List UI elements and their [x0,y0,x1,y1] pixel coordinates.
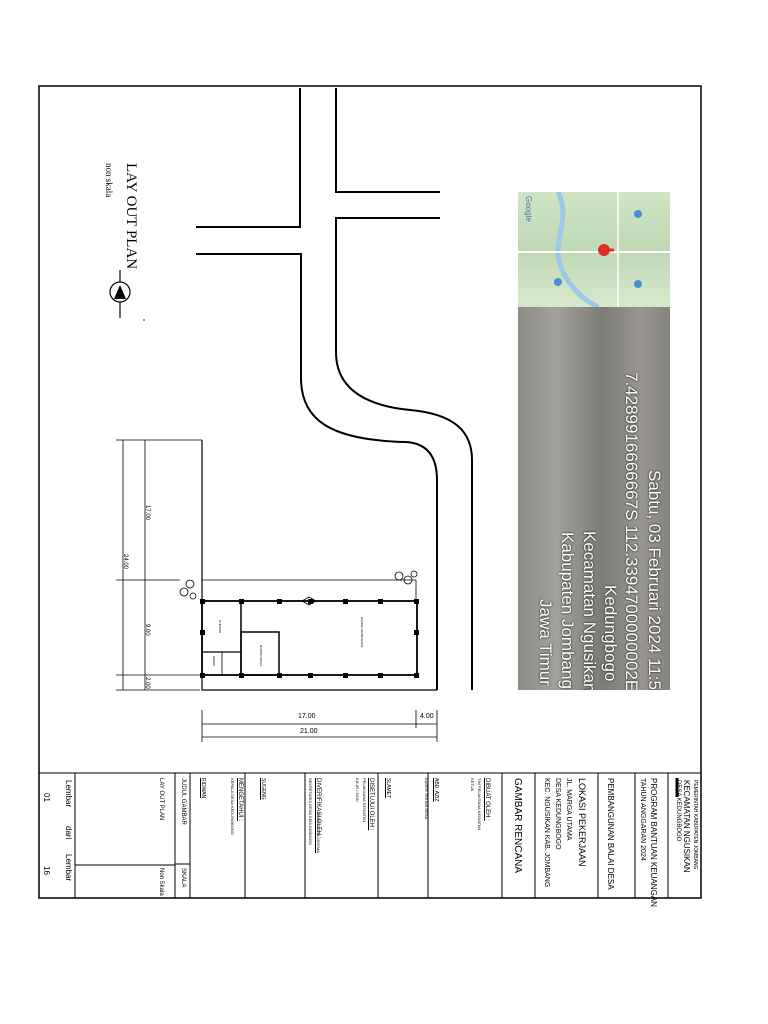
checked-label: DISETUJUI OLEH : [368,778,374,831]
room-hall: RUANG SERBAGUNA [360,617,364,648]
dim-v-2: 24.00 [122,554,128,570]
program-line-2: TAHUN ANGGARAN 2024 [639,778,646,861]
drafter-name: ABD. AZIZ [433,778,439,802]
geotag-stamp: Sabtu, 03 Februari 2024 11:58:16 7.42899… [518,192,670,690]
approved-label: MENGETAHUI : [237,778,243,821]
drawing-type: GAMBAR RENCANA [512,778,523,874]
org-line-3: DESA KEDUNGBOGO [675,780,681,842]
north-arrow-icon [109,270,145,321]
room-toilet: KM/WC [212,656,216,667]
approved-name: SUGENG [260,778,266,800]
drawing-subtitle: non skala [104,163,114,198]
checked-line-2: KAUR / KASI [355,778,360,802]
dim-h-2: 4.00 [420,713,434,720]
drawing-title-value: LAY OUT PLAN [158,778,164,821]
tree-symbols [179,570,418,600]
dim-h-3: 21.00 [300,728,318,735]
sheet-border [38,85,702,899]
org-line-2: KECAMATAN NGUSIKAN [682,780,691,873]
geotag-province: Jawa Timur [536,599,555,686]
project-name: PEMBANGUNAN BALAI DESA [606,778,615,890]
geotag-regency: Kabupaten Jombang [558,532,577,689]
sheet-total: 16 [42,866,51,875]
location-label: LOKASI PEKERJAAN [577,778,587,867]
geotag-village: Kedungbogo [601,585,620,682]
vertical-dimensions [116,439,202,691]
dim-v-4: 2.00 [144,677,150,689]
verified-line-1: SEKRETARIS DESA KEDUNGBOGO [308,778,313,846]
location-line-3: KEC. NGUSIKAN KAB. JOMBANG [543,778,550,888]
horizontal-dimensions [201,710,438,742]
drawing-title: LAY OUT PLAN [123,163,139,270]
made-by-label: DIBUAT OLEH : [484,778,490,821]
building-plan [200,579,419,678]
location-map: Google [518,192,670,307]
drawing-title-label: JUDUL GAMBAR [180,778,186,825]
approved-line-1: KEPALA DESA KEDUNGBOGO [230,778,235,836]
geotag-district: Kecamatan Ngusikan [580,531,599,690]
checked-name: SLAMET [385,778,391,799]
program-line-1: PROGRAM BANTUAN KEUANGAN [649,778,658,907]
geotag-datetime: Sabtu, 03 Februari 2024 11:58:16 [645,470,664,690]
of-label: dari [64,826,73,840]
location-line-2: DESA KEDUNGBOGO [554,778,561,850]
room-office: RUANG KERJA [259,645,263,667]
head-name: RIDWAN [200,778,206,799]
road-lines [196,88,473,690]
room-storage: GUDANG [218,620,222,634]
dim-v-3: 9.00 [144,624,150,636]
site-photo: Google Sabtu, 03 Februari 2024 11:58:16 … [518,192,670,690]
sheet-label-2: Lembar [64,854,73,882]
map-roads [518,192,670,307]
sheet-number: 01 [42,793,51,802]
title-block-grid [39,772,701,898]
scale-value: Non Skala [158,868,164,896]
drafter-role: KADER TEKNIS DESA [424,778,429,820]
dim-v-1: 17.00 [144,505,150,521]
scale-label: SKALA [180,868,186,888]
made-by-line-1: TIM PELAKSANA KEGIATAN [477,778,482,831]
dim-h-1: 17.00 [298,713,316,720]
verified-name: IWAN PUTRA NOOMA [316,812,321,853]
checked-line-1: PELAKSANA KEGIATAN [362,778,367,823]
sheet-label: Lembar [64,780,73,808]
org-line-1: PEMERINTAH KABUPATEN JOMBANG [692,780,698,870]
location-line-1: JL. MARGA UTAMA [565,778,572,841]
site-boundary [201,440,437,691]
made-by-line-2: KETUA [470,778,475,792]
geotag-coords: 7.4289916666667S 112.3394700000002E [622,372,641,690]
map-pin-icon [598,244,614,256]
